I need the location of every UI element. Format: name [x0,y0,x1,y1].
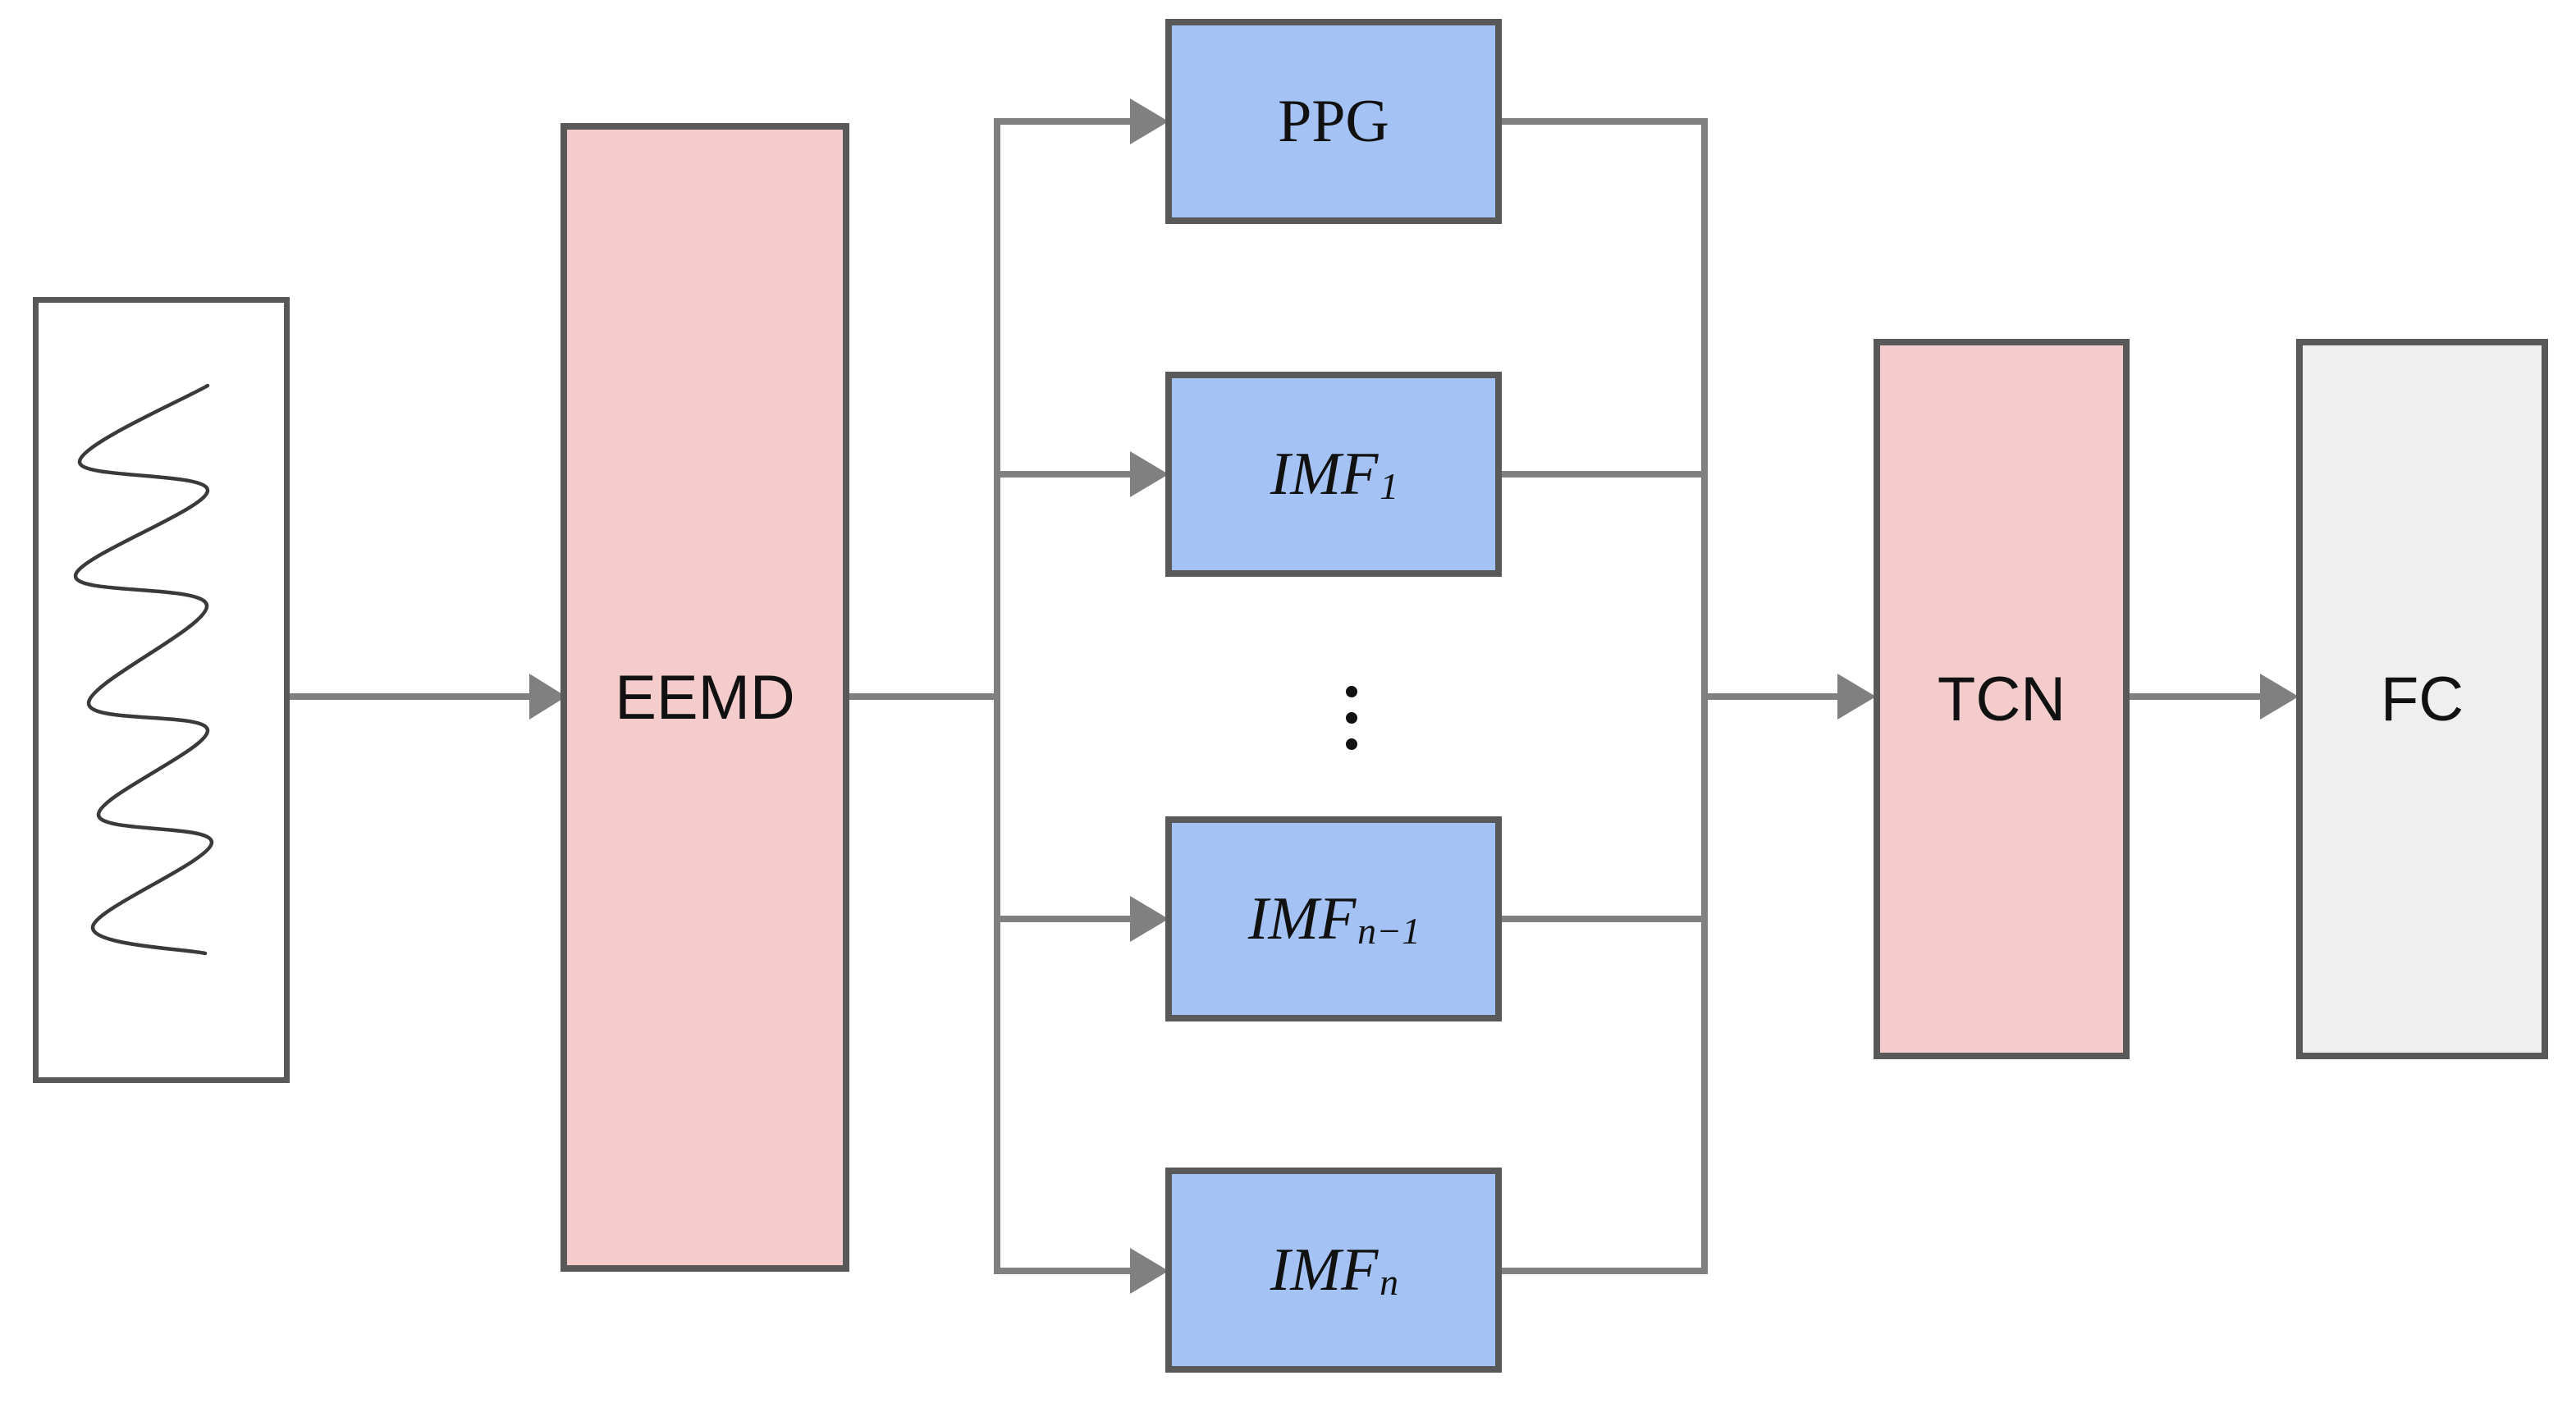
tcn-label: TCN [1937,664,2066,734]
eemd-label: EEMD [615,662,795,733]
arrowhead-into-imf1 [1130,451,1169,497]
node-tcn: TCN [1874,339,2130,1059]
fc-label: FC [2380,664,2464,734]
input-signal-box [33,297,290,1083]
arrowhead-into-tcn [1837,674,1876,720]
vertical-ellipsis [1346,686,1357,750]
waveform-path [73,383,214,956]
ppg-label: PPG [1278,87,1389,155]
imf1-label: IMF [1270,440,1379,508]
node-ppg: PPG [1165,19,1502,224]
imf1-subscript: 1 [1380,464,1399,507]
signal-waveform [73,383,214,956]
node-fc: FC [2296,339,2548,1059]
arrowhead-into-imfn1 [1130,896,1169,942]
arrowhead-into-imfn [1130,1248,1169,1294]
imf-n-subscript: n [1380,1260,1399,1303]
imf-n-minus-1-label: IMF [1247,884,1357,953]
ellipsis-dot [1346,686,1357,697]
imf-n-label: IMF [1270,1236,1379,1304]
ellipsis-dot [1346,712,1357,724]
arrowhead-into-fc [2260,674,2299,720]
ellipsis-dot [1346,738,1357,750]
arrowhead-into-ppg [1130,98,1169,144]
node-eemd: EEMD [560,123,849,1272]
imf-n-minus-1-subscript: n−1 [1357,909,1421,952]
